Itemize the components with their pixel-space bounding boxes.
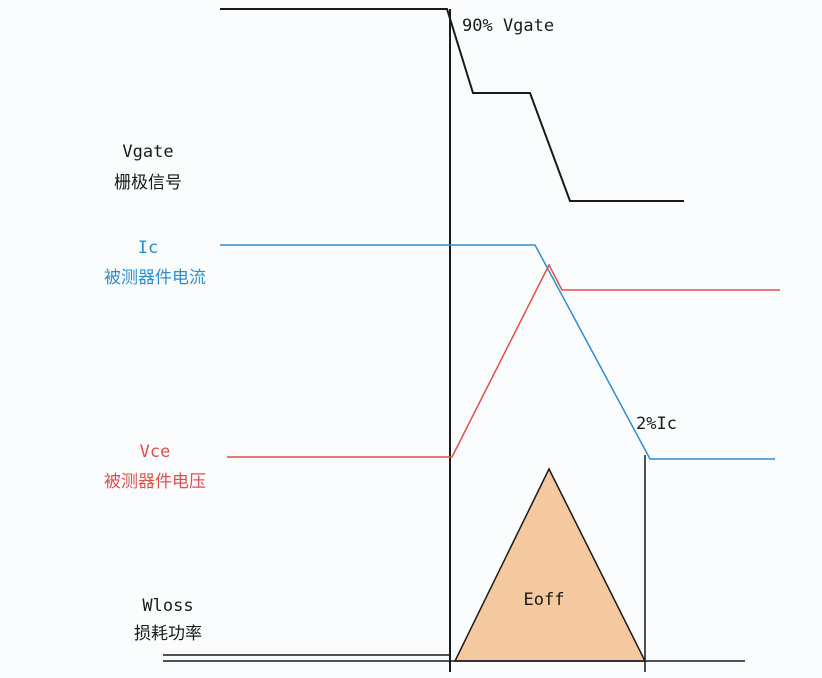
ic-waveform bbox=[220, 244, 775, 460]
label-wloss-cn: 损耗功率 bbox=[134, 624, 202, 644]
label-vgate: Vgate bbox=[122, 142, 173, 162]
label-ic-cn: 被测器件电流 bbox=[104, 268, 206, 288]
label-eoff: Eoff bbox=[524, 590, 565, 610]
vce-waveform bbox=[227, 263, 780, 458]
eoff-energy-triangle bbox=[453, 467, 647, 662]
label-90-vgate: 90% Vgate bbox=[462, 16, 554, 36]
vgate-waveform bbox=[220, 8, 684, 202]
label-vgate-cn: 栅极信号 bbox=[114, 173, 182, 193]
label-wloss: Wloss bbox=[142, 596, 193, 616]
label-2-percent-ic: 2%Ic bbox=[636, 414, 677, 434]
label-vce-cn: 被测器件电压 bbox=[104, 472, 206, 492]
label-ic: Ic bbox=[138, 238, 158, 258]
label-vce: Vce bbox=[140, 442, 171, 462]
